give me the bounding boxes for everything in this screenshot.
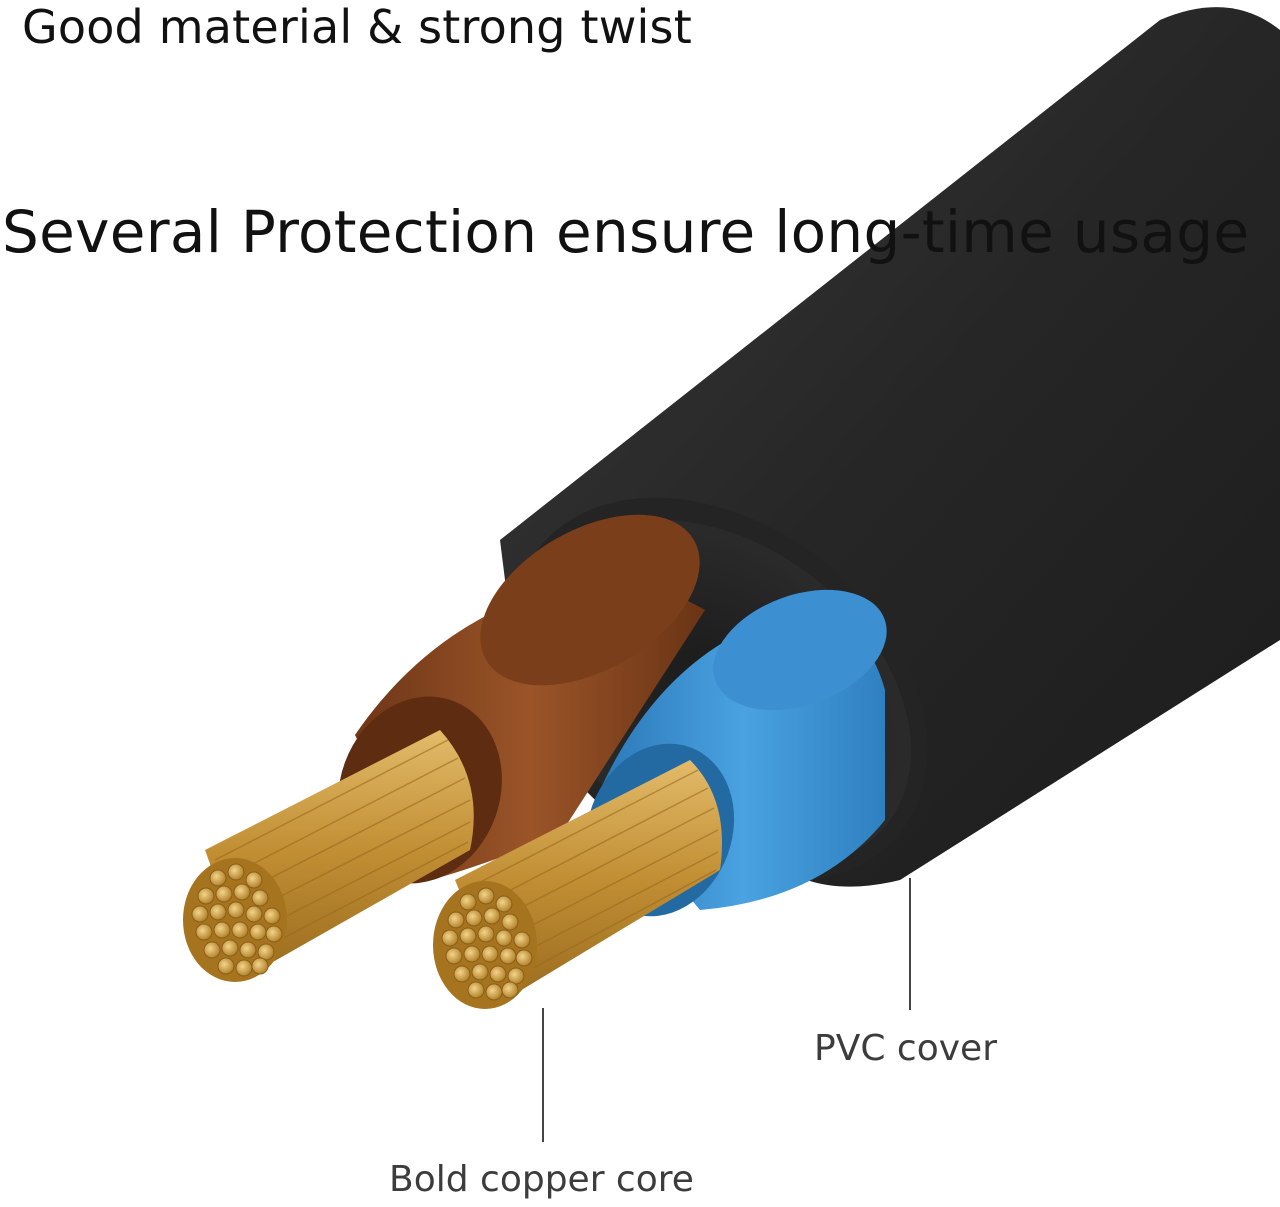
copper-core-label: Bold copper core xyxy=(389,1159,694,1200)
copper-core-left xyxy=(183,730,474,982)
copper-core-right xyxy=(433,760,722,1009)
headline-protection: Several Protection ensure long-time usag… xyxy=(2,198,1250,266)
pvc-cover-label: PVC cover xyxy=(814,1028,997,1069)
headline-material: Good material & strong twist xyxy=(22,0,692,54)
